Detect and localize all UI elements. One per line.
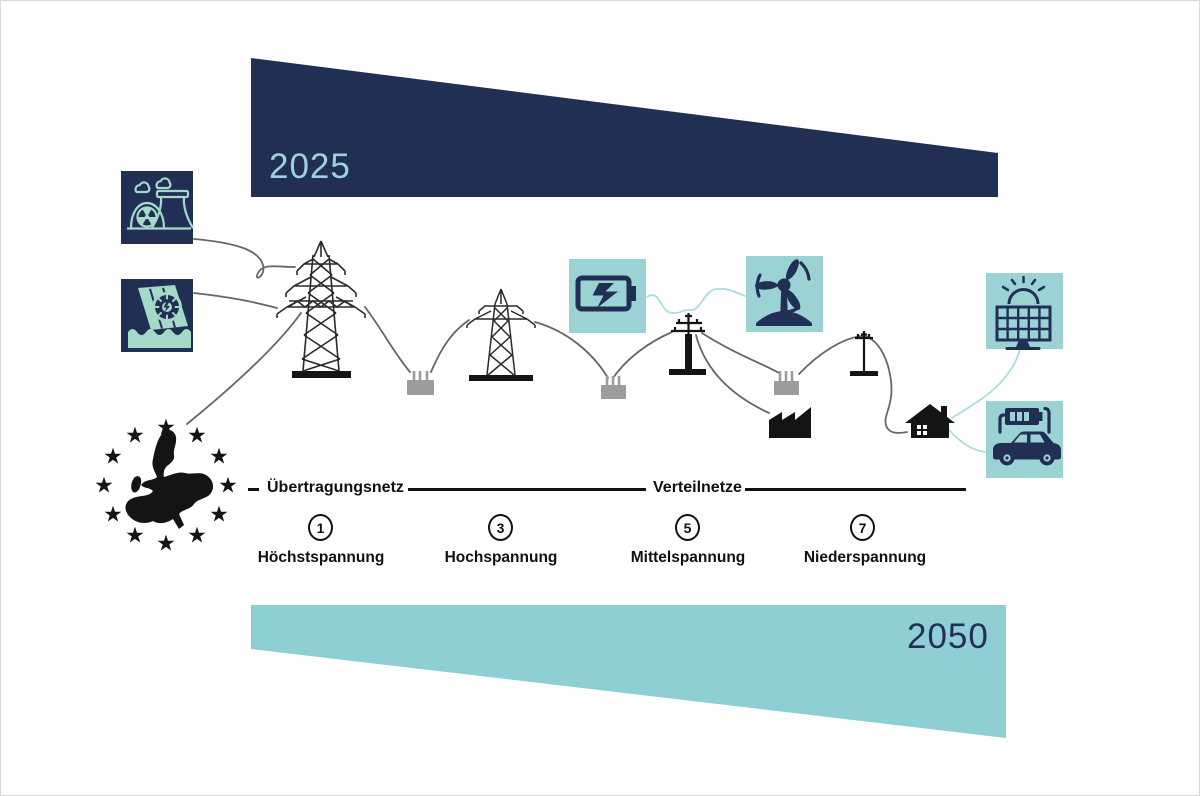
radiation-symbol-icon bbox=[137, 207, 157, 226]
wire-hydro-to-pylon bbox=[193, 292, 278, 309]
pole-medium-icon bbox=[669, 313, 706, 375]
wire-transformer3-to-house bbox=[798, 335, 908, 434]
banner-2025-wedge bbox=[251, 58, 998, 197]
wire-pylon1-to-transformer1 bbox=[364, 306, 411, 373]
year-2025-label: 2025 bbox=[269, 147, 351, 186]
eu-star-icon: ★ bbox=[156, 415, 176, 440]
factory-icon bbox=[769, 407, 811, 438]
eu-star-icon: ★ bbox=[94, 473, 114, 498]
niederspannung-label: Niederspannung bbox=[803, 549, 927, 566]
wire-europe-to-pylon bbox=[186, 312, 302, 425]
ev-charging-icon bbox=[986, 401, 1063, 478]
banner-2050-wedge bbox=[251, 605, 1006, 738]
nuclear-power-plant-icon bbox=[121, 171, 194, 244]
house-icon bbox=[905, 404, 955, 438]
hoechstspannung-label: Höchstspannung bbox=[257, 549, 385, 566]
eu-stars: ★ ★ ★ ★ ★ ★ ★ ★ ★ ★ ★ ★ bbox=[94, 415, 238, 556]
pylon-large-icon bbox=[276, 240, 366, 378]
pylon-large-base bbox=[292, 371, 351, 378]
voltage-level-3-number: 3 bbox=[496, 519, 505, 536]
sun-icon bbox=[1007, 288, 1040, 305]
voltage-level-5-number: 5 bbox=[683, 519, 692, 536]
wire-pole-to-transformer3 bbox=[701, 332, 780, 374]
eu-star-icon: ★ bbox=[125, 523, 145, 548]
renewable-wires bbox=[646, 287, 1021, 453]
voltage-level-5-badge: 5 bbox=[675, 514, 700, 541]
wire-house-to-ev bbox=[948, 429, 986, 453]
eu-star-icon: ★ bbox=[209, 444, 229, 469]
eu-star-icon: ★ bbox=[103, 444, 123, 469]
voltage-level-1-number: 1 bbox=[316, 519, 325, 536]
eu-star-icon: ★ bbox=[156, 531, 176, 556]
wire-battery-to-wind bbox=[646, 287, 746, 315]
wire-nuclear-to-pylon bbox=[193, 238, 296, 279]
eu-star-icon: ★ bbox=[209, 502, 229, 527]
transformer-icon-2 bbox=[601, 376, 626, 399]
pylon-medium-icon bbox=[466, 288, 536, 381]
voltage-level-7-badge: 7 bbox=[850, 514, 875, 541]
battery-storage-icon bbox=[569, 259, 646, 333]
wire-pole-to-factory bbox=[695, 334, 770, 414]
grid-wires bbox=[186, 238, 908, 434]
transformer-icon-3 bbox=[774, 371, 799, 395]
hydro-dam-icon bbox=[121, 279, 193, 352]
year-2050-label: 2050 bbox=[907, 617, 989, 656]
eu-star-icon: ★ bbox=[103, 502, 123, 527]
eu-star-icon: ★ bbox=[187, 523, 207, 548]
mittelspannung-label: Mittelspannung bbox=[630, 549, 746, 566]
eu-star-icon: ★ bbox=[125, 423, 145, 448]
pole-small-icon bbox=[850, 331, 878, 376]
transmission-left-tick bbox=[248, 488, 259, 491]
wire-pylon2-to-transformer2 bbox=[534, 321, 609, 379]
pylon-medium-base bbox=[469, 375, 533, 381]
hochspannung-label: Hochspannung bbox=[444, 549, 558, 566]
solar-panel-icon bbox=[986, 273, 1063, 350]
wire-solar-to-house bbox=[951, 349, 1021, 419]
lightning-bolt-icon bbox=[592, 283, 618, 308]
eu-star-icon: ★ bbox=[218, 473, 238, 498]
distribution-network-label: Verteilnetze bbox=[653, 479, 742, 496]
transmission-network-label: Übertragungsnetz bbox=[267, 479, 404, 496]
transformers bbox=[407, 371, 799, 399]
voltage-level-1-badge: 1 bbox=[308, 514, 333, 541]
wire-transformer2-to-pole bbox=[612, 331, 673, 379]
europe-map-icon: ★ ★ ★ ★ ★ ★ ★ ★ ★ ★ ★ ★ bbox=[94, 415, 238, 556]
voltage-level-3-badge: 3 bbox=[488, 514, 513, 541]
wind-turbine-icon bbox=[746, 256, 823, 332]
wire-transformer1-to-pylon2 bbox=[430, 319, 470, 373]
distribution-rule bbox=[745, 488, 966, 491]
transformer-icon-1 bbox=[407, 371, 434, 395]
voltage-level-7-number: 7 bbox=[858, 519, 867, 536]
eu-star-icon: ★ bbox=[187, 423, 207, 448]
transmission-rule bbox=[408, 488, 646, 491]
